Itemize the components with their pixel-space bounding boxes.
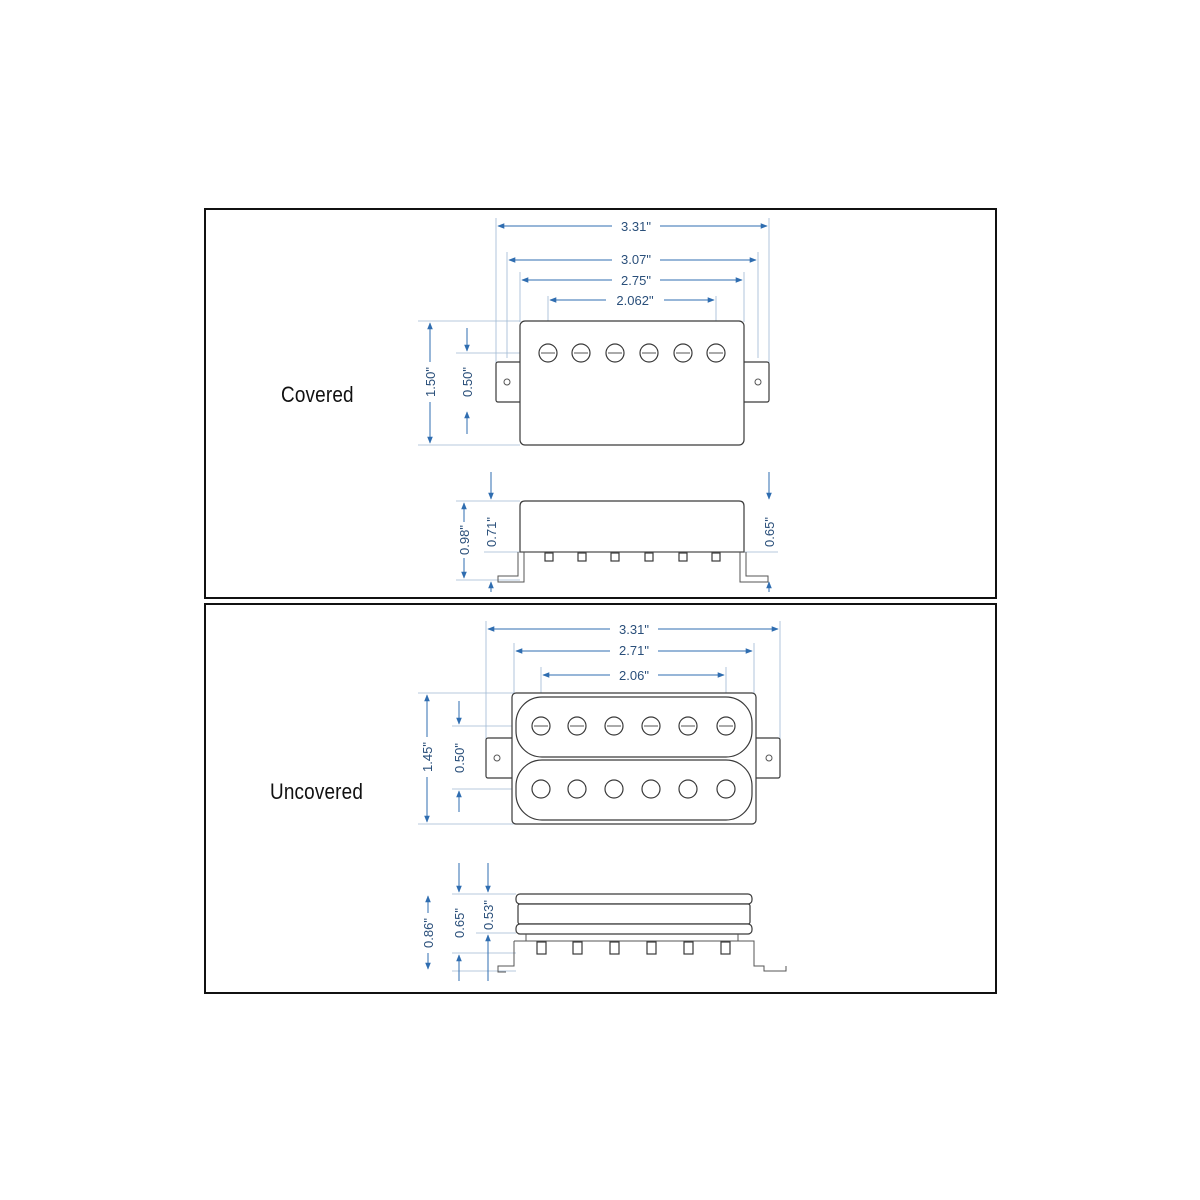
mount-hole bbox=[493, 754, 501, 762]
bobbin-base bbox=[515, 923, 753, 935]
covered-side-height-right: 0.65" bbox=[762, 517, 777, 547]
uncovered-pole-offset: 0.50" bbox=[452, 743, 467, 773]
panel-covered: Covered 3.31" 3.07 bbox=[204, 208, 997, 599]
mount-leg-left bbox=[497, 552, 525, 583]
bobbin-top bbox=[515, 893, 753, 905]
uncovered-diagram: 3.31" 2.71" 2.06" 1.45" 0.50" bbox=[417, 621, 787, 981]
covered-side-view: 0.98" 0.71" 0.65" bbox=[454, 472, 778, 592]
uncovered-pole-spacing: 2.06" bbox=[619, 668, 649, 683]
pole-pieces bbox=[538, 343, 726, 363]
covered-top-view bbox=[495, 320, 770, 446]
screw-poles bbox=[531, 716, 736, 736]
panel-label-uncovered: Uncovered bbox=[270, 779, 364, 804]
covered-diagram: 3.31" 3.07" 2.75" 2.062" 1.50" 0.50" bbox=[418, 218, 778, 592]
panel-label-covered: Covered bbox=[281, 382, 354, 407]
panel-uncovered: Uncovered 3.31" 2.71" bbox=[204, 603, 997, 994]
uncovered-top-view bbox=[485, 692, 781, 825]
covered-width-dimensions: 3.31" 3.07" 2.75" 2.062" bbox=[497, 218, 768, 308]
uncovered-width-overall: 3.31" bbox=[619, 622, 649, 637]
pickup-cover bbox=[519, 320, 745, 446]
covered-height-total: 1.50" bbox=[423, 367, 438, 397]
covered-side-height-cover: 0.71" bbox=[484, 517, 499, 547]
uncovered-height-dimensions: 1.45" 0.50" bbox=[417, 694, 467, 823]
baseplate-left bbox=[497, 941, 515, 973]
side-screws bbox=[544, 552, 721, 562]
covered-side-height-total: 0.98" bbox=[457, 525, 472, 555]
uncovered-width-bobbin: 2.71" bbox=[619, 643, 649, 658]
side-screws bbox=[536, 941, 731, 955]
mount-hole bbox=[765, 754, 773, 762]
uncovered-height-total: 1.45" bbox=[420, 742, 435, 772]
covered-pole-spacing: 2.062" bbox=[616, 293, 654, 308]
bobbin-screw bbox=[515, 696, 753, 758]
mount-hole bbox=[503, 378, 511, 386]
covered-width-cover: 2.75" bbox=[621, 273, 651, 288]
uncovered-side-view: 0.86" 0.65" 0.53" bbox=[418, 863, 787, 981]
covered-extension-lines bbox=[418, 218, 770, 446]
covered-width-overall: 3.31" bbox=[621, 219, 651, 234]
covered-pole-offset: 0.50" bbox=[460, 367, 475, 397]
bobbin-winding bbox=[517, 903, 751, 925]
uncovered-side-height-mid: 0.65" bbox=[452, 908, 467, 938]
slug-poles bbox=[531, 779, 736, 799]
spacer bbox=[525, 934, 739, 942]
covered-width-mount: 3.07" bbox=[621, 252, 651, 267]
bobbin-slug bbox=[515, 759, 753, 821]
cover-side bbox=[519, 500, 745, 553]
uncovered-width-dimensions: 3.31" 2.71" 2.06" bbox=[487, 621, 779, 683]
uncovered-side-height-total: 0.86" bbox=[421, 918, 436, 948]
uncovered-side-height-bobbin: 0.53" bbox=[481, 900, 496, 930]
mount-leg-right bbox=[739, 552, 769, 583]
baseplate bbox=[514, 940, 787, 972]
mount-hole bbox=[754, 378, 762, 386]
covered-height-dimensions: 1.50" 0.50" bbox=[420, 322, 475, 444]
